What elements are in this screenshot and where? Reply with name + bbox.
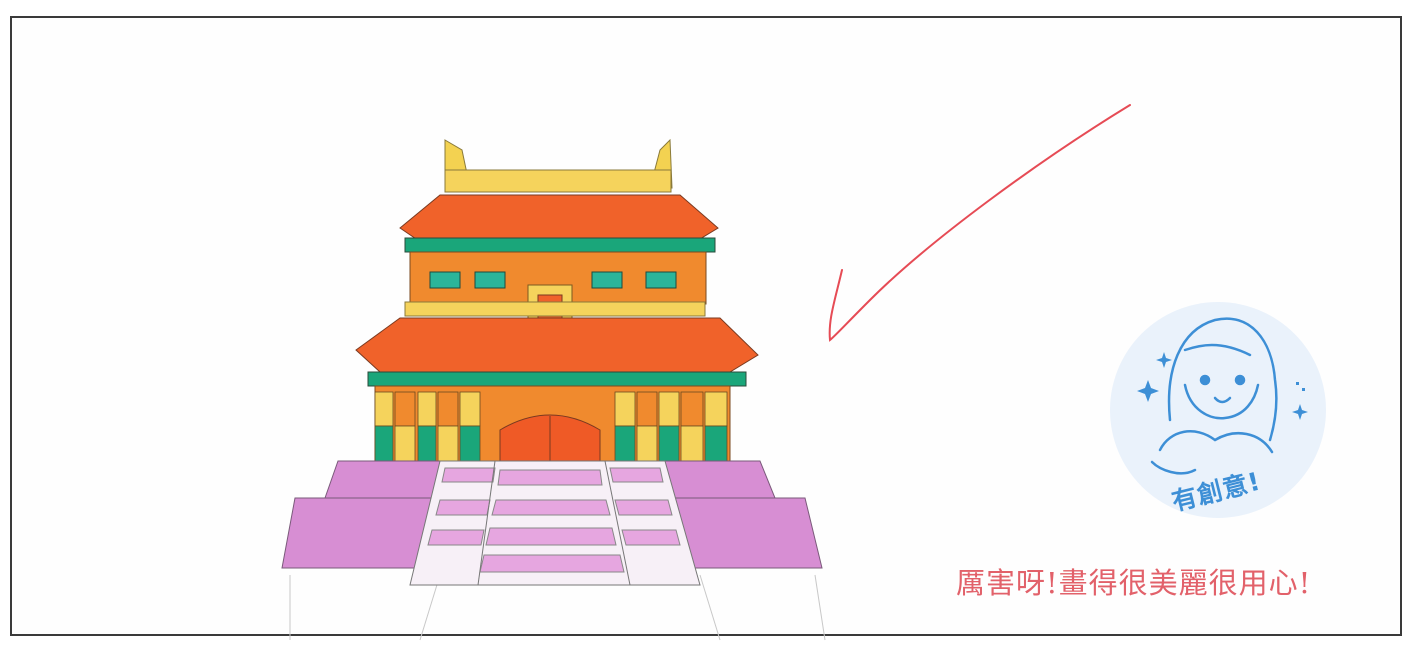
upper-roof-trim [404,237,716,253]
stamp [1110,302,1326,518]
window-2 [474,271,506,289]
lower-roof [355,317,759,373]
stair-steps [427,467,681,573]
red-checkmark [828,104,1131,342]
teacher-comment: 厲害呀!畫得很美麗很用心! [956,566,1312,600]
window-3 [591,271,623,289]
pencil-guidelines [289,574,826,641]
left-checker-columns [374,391,481,462]
right-checker-columns [614,391,728,462]
stamp-sparkles [1137,352,1308,420]
middle-band [404,301,706,317]
lower-roof-trim [367,371,747,387]
window-4 [645,271,677,289]
stamp-girl-icon [1150,317,1278,475]
window-1 [429,271,461,289]
temple-drawing [281,138,823,586]
roof-ridge [444,169,672,193]
